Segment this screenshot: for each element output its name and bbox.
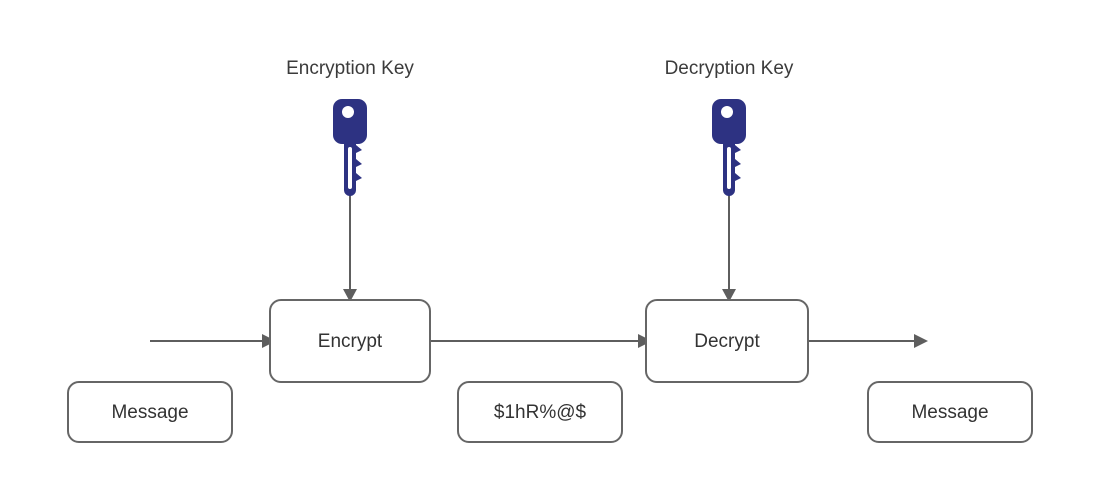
ciphertext-label: $1hR%@$ (494, 402, 587, 423)
plaintext-output-label: Message (911, 402, 988, 423)
arrow-head-icon (343, 289, 357, 302)
decryption-key-to-decrypt-arrow (722, 192, 736, 302)
key-slot-shape (727, 147, 731, 189)
key-hole-icon (721, 106, 733, 118)
decrypt-to-output-arrow (808, 334, 928, 348)
decryption-key-caption: Decryption Key (665, 58, 794, 79)
key-head-shape (712, 99, 746, 144)
encrypt-box-shape[interactable] (269, 299, 431, 383)
decrypt-box[interactable]: Decrypt (645, 299, 809, 383)
encryption-key-caption: Encryption Key (286, 58, 414, 79)
plaintext-output-box-shape[interactable] (867, 381, 1033, 443)
decryption-key-icon (712, 99, 746, 196)
key-hole-icon (342, 106, 354, 118)
ciphertext-box[interactable]: $1hR%@$ (457, 381, 623, 443)
plaintext-input-box[interactable]: Message (67, 381, 233, 443)
ciphertext-box-shape[interactable] (457, 381, 623, 443)
input-to-encrypt-arrow (150, 334, 276, 348)
arrow-head-icon (914, 334, 928, 348)
decrypt-box-label: Decrypt (694, 331, 760, 352)
plaintext-input-label: Message (111, 402, 188, 423)
arrow-head-icon (722, 289, 736, 302)
plaintext-input-box-shape[interactable] (67, 381, 233, 443)
decrypt-box-shape[interactable] (645, 299, 809, 383)
encrypt-to-decrypt-arrow (430, 334, 652, 348)
key-shaft-shape (344, 142, 362, 196)
encryption-key-to-encrypt-arrow (343, 192, 357, 302)
encrypt-box[interactable]: Encrypt (269, 299, 431, 383)
plaintext-output-box[interactable]: Message (867, 381, 1033, 443)
key-head-shape (333, 99, 367, 144)
encryption-key-icon (333, 99, 367, 196)
connector-layer (150, 192, 928, 348)
key-slot-shape (348, 147, 352, 189)
key-shaft-shape (723, 142, 741, 196)
encrypt-box-label: Encrypt (318, 331, 383, 352)
